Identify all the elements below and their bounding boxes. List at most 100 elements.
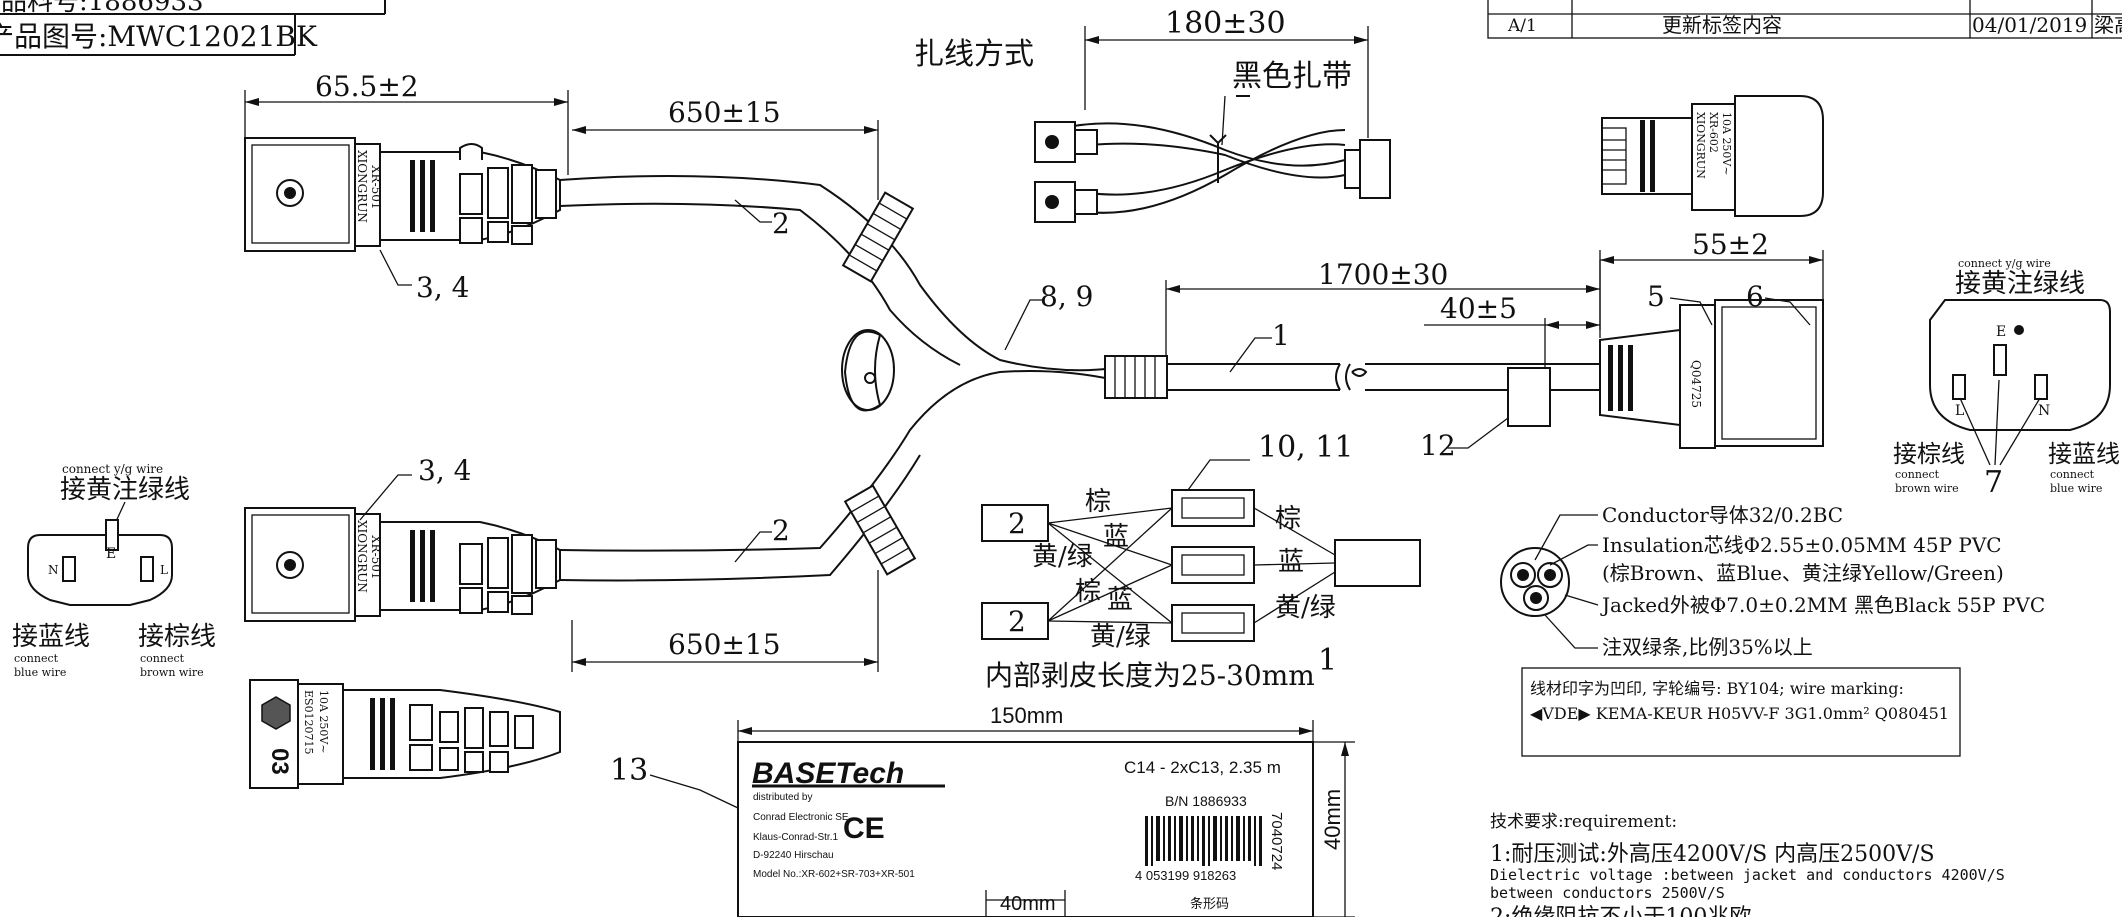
socket-left-small-top: connect y/g wire [62,462,163,476]
callout-5: 5 [1647,280,1665,313]
svg-text:connect: connect [2050,468,2095,481]
revision-date: 04/01/2019 [1972,13,2087,37]
socket-left-blue-label: 接蓝线 [12,622,90,652]
label-barcode-caption: 条形码 [1190,896,1229,912]
label-side-code: 7040724 [1268,812,1285,870]
title-line1: 产品料号:1886933 [0,0,204,17]
wire-blue-2: 蓝 [1107,585,1133,615]
req-title: 技术要求:requirement: [1490,812,1677,832]
plug-c13-top: XIONGRUN XR-501 [244,137,561,252]
socket-right-brown-label: 接棕线 [1893,440,1965,468]
wire-out-brown: 棕 [1275,504,1301,534]
req-2: 2:绝缘阻抗不小于100兆欧 [1490,905,1751,917]
binding-detail: 扎线方式 黑色扎带 180±30 [914,6,1391,223]
spec-conductor: Conductor导体32/0.2BC [1602,503,1843,527]
dim-plug-width: 65.5±2 [315,70,419,103]
dim-main-length: 1700±30 [1318,258,1448,291]
req-1: 1:耐压测试:外高压4200V/S 内高压2500V/S [1490,842,1935,867]
strip-note: 内部剥皮长度为25-30mm [985,659,1315,692]
wire-brown-2: 棕 [1075,577,1101,607]
spec-insulation: Insulation芯线Φ2.55±0.05MM 45P PVC [1602,533,2002,557]
svg-text:brown wire: brown wire [1895,482,1959,495]
wire-yg-1: 黄/绿 [1032,542,1093,572]
plug-c13-bottom: XIONGRUN XR-501 [244,507,561,622]
plug-brand-top: XIONGRUN [355,150,369,223]
marking-line1: 线材印字为凹印, 字轮编号: BY104; wire marking: [1530,679,1904,698]
wiring-box-2: 2 [1008,605,1026,638]
socket-right-e: E [1996,324,2006,340]
spec-jacket: Jacked外被Φ7.0±0.2MM 黑色Black 55P PVC [1600,593,2045,617]
technical-requirements: 技术要求:requirement: 1:耐压测试:外高压4200V/S 内高压2… [1490,812,2005,917]
callout-3-4-top: 3, 4 [416,271,469,304]
title-block: 产品料号:1886933 产品图号:MWC12021BK [0,0,386,56]
c14-rating: 10A 250V~ [1720,112,1733,176]
c14-model: XR-602 [1707,112,1720,153]
wire-brown-1: 棕 [1085,487,1111,517]
dimensions: 65.5±2 650±15 650±15 1700±30 40±5 55±2 [244,70,1824,672]
cert-code: ES0120715 [302,690,315,755]
req-1-en1: Dielectric voltage :between jacket and c… [1490,866,2005,884]
y-splitter [559,175,1168,582]
label-ce-mark: CE [843,812,885,845]
end-code: Q04725 [1689,360,1703,408]
socket-right-n: N [2038,403,2050,419]
main-cable [1167,363,1600,427]
label-barcode-number: 4 053199 918263 [1135,868,1236,883]
socket-left-l: L [160,563,168,577]
socket-left-blue-small: connect [14,652,59,665]
wiring-box-1: 2 [1008,507,1026,540]
cert-rating: 10A 250V~ [317,690,330,754]
wiring-diagram: 2 2 棕 蓝 黄/绿 棕 蓝 黄/绿 棕 蓝 黄/绿 内部剥皮长度为25-30… [981,487,1421,692]
socket-right-blue-label: 接蓝线 [2048,440,2120,468]
socket-face-right: connect y/g wire 接黄注绿线 E L N 7 接棕线 接蓝线 c… [1893,257,2120,500]
revision-id: A/1 [1507,16,1537,36]
spec-stripe: 注双绿条,比例35%以上 [1602,635,1813,659]
label-barcode [1145,816,1262,866]
diagram-number: 1 [1318,643,1337,678]
cable-cross-section: Conductor导体32/0.2BC Insulation芯线Φ2.55±0.… [1500,503,2045,659]
revision-signer: 梁高 [2094,13,2122,37]
dim-end-width: 55±2 [1692,228,1769,261]
callout-2-top: 2 [772,207,790,240]
binding-strap-label: 黑色扎带 [1232,59,1352,94]
callout-13: 13 [610,753,648,788]
plug-brand-bottom: XIONGRUN [355,520,369,593]
svg-text:blue wire: blue wire [14,666,66,679]
callout-8-9: 8, 9 [1040,280,1093,313]
socket-left-top-label: 接黄注绿线 [60,475,190,505]
dim-label-40: 40mm [1000,893,1056,915]
callout-1: 1 [1272,319,1290,352]
label-company: Conrad Electronic SE [753,812,849,823]
label-model: Model No.:XR-602+SR-703+XR-501 [753,869,915,880]
callouts: 2 3, 4 3, 4 2 8, 9 1 12 5 6 10, 11 13 [359,199,1811,809]
binding-title: 扎线方式 [914,37,1034,72]
callout-6: 6 [1746,280,1764,313]
callout-3-4-bottom: 3, 4 [418,454,471,487]
socket-face-left: connect y/g wire 接黄注绿线 E N L 接蓝线 接棕线 con… [12,462,216,679]
revision-table: A/1 更新标签内容 04/01/2019 梁高 [1487,0,2122,39]
dim-branch-bottom: 650±15 [668,628,781,661]
wire-marking-box: 线材印字为凹印, 字轮编号: BY104; wire marking: ◀VDE… [1521,667,1961,757]
marking-line2: ◀VDE▶ KEMA-KEUR H05VV-F 3G1.0mm² Q080451 [1530,704,1949,723]
req-1-en2: between conductors 2500V/S [1490,884,1725,902]
spec-colors: (棕Brown、蓝Blue、黄注绿Yellow/Green) [1602,561,2004,585]
title-line2: 产品图号:MWC12021BK [0,20,318,53]
socket-left-brown-label: 接棕线 [138,622,216,652]
label-city: D-92240 Hirschau [753,850,834,861]
dim-label-width: 150mm [990,703,1063,728]
svg-text:connect: connect [1895,468,1940,481]
label-dist: distributed by [753,792,812,803]
label-product: C14 - 2xC13, 2.35 m [1124,758,1281,777]
svg-text:brown wire: brown wire [140,666,204,679]
wire-out-yg: 黄/绿 [1275,593,1336,623]
svg-text:connect: connect [140,652,185,665]
plug-c14-end: Q04725 [1599,299,1824,449]
svg-text:blue wire: blue wire [2050,482,2102,495]
socket-left-n: N [48,563,59,577]
socket-right-small-top: connect y/g wire [1958,257,2051,270]
wire-blue-1: 蓝 [1103,522,1129,552]
dim-label-height: 40mm [1320,789,1345,850]
callout-2-bottom: 2 [772,514,790,547]
plug-certification-view: 03 ES0120715 10A 250V~ [249,679,561,789]
